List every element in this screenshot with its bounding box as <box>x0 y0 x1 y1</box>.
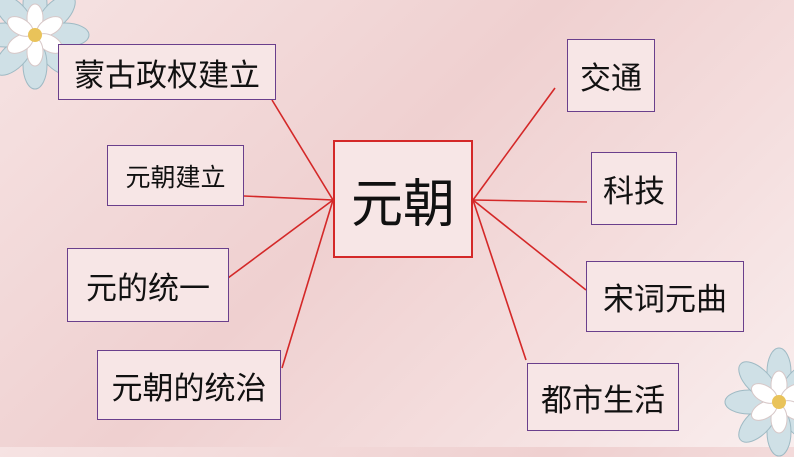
node-label: 宋词元曲 <box>603 282 727 318</box>
center-node: 元朝 <box>333 140 473 258</box>
node-label: 元的统一 <box>86 270 210 307</box>
connector-line <box>472 199 527 361</box>
node-left-2: 元朝建立 <box>107 145 244 206</box>
node-label: 元朝的统治 <box>111 370 267 407</box>
node-label: 交通 <box>580 61 642 97</box>
node-label: 都市生活 <box>541 382 665 419</box>
node-left-1: 蒙古政权建立 <box>58 44 276 100</box>
node-right-4: 都市生活 <box>527 363 679 431</box>
node-label: 科技 <box>603 174 665 210</box>
connector-line <box>472 199 588 203</box>
node-left-4: 元朝的统治 <box>97 350 281 420</box>
flower-icon <box>0 0 90 90</box>
connector-line <box>227 199 334 279</box>
connector-line <box>472 87 556 201</box>
node-right-2: 科技 <box>591 152 677 225</box>
center-node-label: 元朝 <box>350 174 455 235</box>
connector-line <box>281 199 334 369</box>
node-left-3: 元的统一 <box>67 248 229 322</box>
connector-line <box>472 199 587 291</box>
node-label: 元朝建立 <box>125 162 226 192</box>
connector-line <box>271 99 334 201</box>
node-label: 蒙古政权建立 <box>74 57 260 94</box>
node-right-3: 宋词元曲 <box>586 261 744 332</box>
flower-icon <box>724 347 794 457</box>
node-right-1: 交通 <box>567 39 655 112</box>
connector-line <box>243 195 334 201</box>
